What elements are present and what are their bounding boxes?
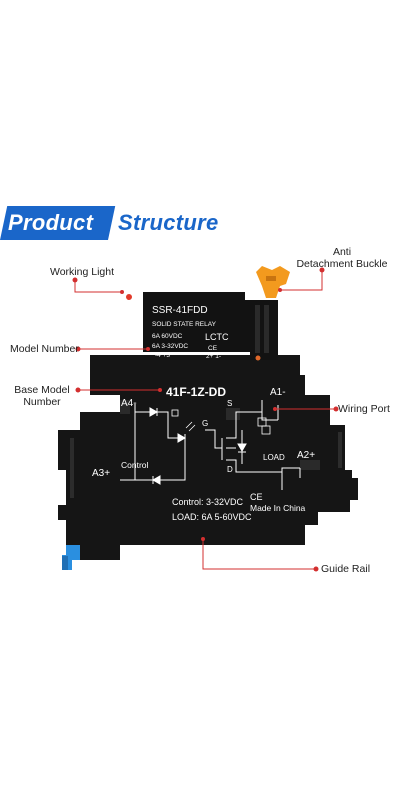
relay-grip-rib bbox=[264, 305, 269, 353]
pin-d: D bbox=[227, 465, 233, 474]
relay-brand: LCTC bbox=[205, 332, 229, 342]
callout-anti-detachment: Anti Detachment Buckle bbox=[292, 246, 392, 270]
terminal-a1: A1- bbox=[270, 387, 286, 398]
relay-grip-rib bbox=[255, 305, 260, 353]
pin-g: G bbox=[202, 419, 208, 428]
rail-clip-shade bbox=[62, 556, 68, 570]
relay-ce: CE bbox=[208, 345, 218, 352]
base-model-label-1: Base Model bbox=[14, 384, 70, 396]
load-label: LOAD bbox=[263, 453, 285, 462]
working-light-label: Working Light bbox=[50, 266, 115, 278]
anti-detachment-buckle bbox=[256, 266, 290, 298]
terminal-a3: A3+ bbox=[92, 468, 110, 479]
section-heading: Product Structure bbox=[0, 206, 400, 242]
status-dot bbox=[255, 355, 261, 361]
relay-rating-1: 6A 60VDC bbox=[152, 333, 183, 340]
callout-base-model-number: Base Model Number bbox=[14, 384, 70, 408]
circuit-schematic bbox=[120, 400, 301, 490]
base-notch bbox=[120, 400, 130, 414]
callout-model-number: Model Number bbox=[10, 343, 79, 355]
relay-module bbox=[143, 292, 278, 360]
wiring-port-label: Wiring Port bbox=[338, 403, 390, 415]
guide-rail-label: Guide Rail bbox=[321, 563, 371, 575]
relay-model-text: SSR-41FDD bbox=[152, 305, 208, 316]
callout-wiring-port: Wiring Port bbox=[338, 403, 390, 415]
made-in-text: Made In China bbox=[250, 503, 306, 513]
base-body bbox=[58, 355, 358, 560]
anti-detachment-label-2: Detachment Buckle bbox=[296, 258, 388, 270]
callout-working-light: Working Light bbox=[50, 266, 114, 278]
heading-word-product: Product bbox=[8, 210, 94, 235]
relay-type-text: SOLID STATE RELAY bbox=[152, 321, 217, 328]
base-notch bbox=[300, 460, 320, 470]
relay-rating-2: 6A 3-32VDC bbox=[152, 343, 188, 350]
load-spec-text: LOAD: 6A 5-60VDC bbox=[172, 512, 252, 522]
base-notch bbox=[226, 408, 240, 420]
callout-guide-rail: Guide Rail bbox=[321, 563, 370, 575]
anti-detachment-label-1: Anti bbox=[332, 246, 352, 258]
base-model-text: 41F-1Z-DD bbox=[166, 385, 226, 399]
control-spec-text: Control: 3-32VDC bbox=[172, 497, 244, 507]
terminal-a4: A4- bbox=[121, 398, 137, 409]
callout-dots bbox=[72, 267, 339, 572]
base-rib bbox=[338, 432, 342, 468]
terminal-a2: A2+ bbox=[297, 450, 315, 461]
relay-pins-left: -4 +3 bbox=[155, 352, 170, 359]
pin-s: S bbox=[227, 399, 232, 408]
callout-lines bbox=[74, 270, 336, 570]
base-rib bbox=[70, 438, 74, 498]
base-model-label-2: Number bbox=[23, 396, 61, 408]
base-ce-text: CE bbox=[250, 492, 263, 502]
working-light-led bbox=[126, 294, 132, 300]
heading-word-structure: Structure bbox=[118, 210, 219, 235]
relay-pins-right: 2+ 1- bbox=[206, 353, 221, 360]
buckle-slot bbox=[266, 276, 276, 281]
model-number-label: Model Number bbox=[10, 343, 79, 355]
opto-arrows bbox=[185, 421, 196, 432]
